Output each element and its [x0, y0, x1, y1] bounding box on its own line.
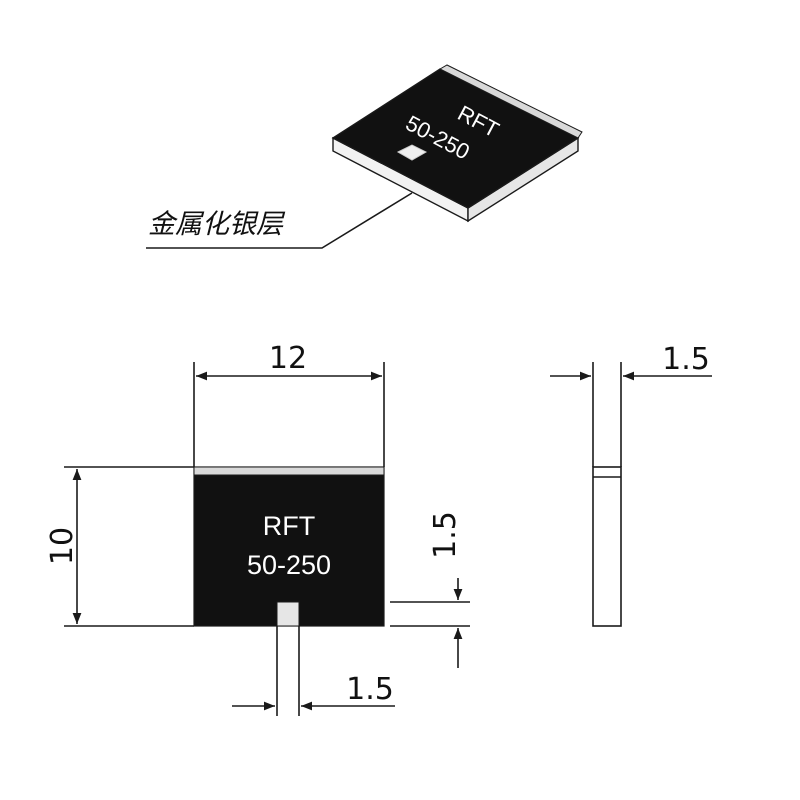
callout-label: 金属化银层: [148, 209, 286, 240]
iso-chip-pad: [396, 144, 428, 161]
front-chip-top-strip: [193, 466, 385, 476]
front-chip-label-2: 50-250: [247, 550, 331, 580]
side-view-chip: [592, 466, 622, 627]
dim-thickness: 1.5: [550, 342, 712, 467]
side-chip-body: [592, 466, 622, 627]
front-chip-pad: [276, 601, 300, 627]
front-chip-label-1: RFT: [263, 511, 315, 541]
dim-width: 12: [193, 341, 385, 467]
callout-leader: [146, 192, 413, 249]
dim-height-label: 10: [45, 527, 80, 565]
dim-width-label: 12: [269, 341, 307, 376]
front-view-chip: RFT 50-250: [193, 466, 385, 627]
dim-pad-height: 1.5: [390, 511, 470, 668]
front-chip-body: [193, 466, 385, 627]
dim-pad-width-label: 1.5: [346, 672, 394, 707]
dim-height: 10: [45, 466, 194, 627]
iso-chip-top-strip: [438, 64, 583, 139]
dim-pad-width: 1.5: [232, 626, 395, 716]
dim-pad-height-label: 1.5: [428, 511, 463, 559]
dim-thickness-label: 1.5: [662, 342, 710, 377]
callout: 金属化银层: [146, 192, 413, 249]
isometric-chip: RFT 50-250: [331, 64, 583, 223]
